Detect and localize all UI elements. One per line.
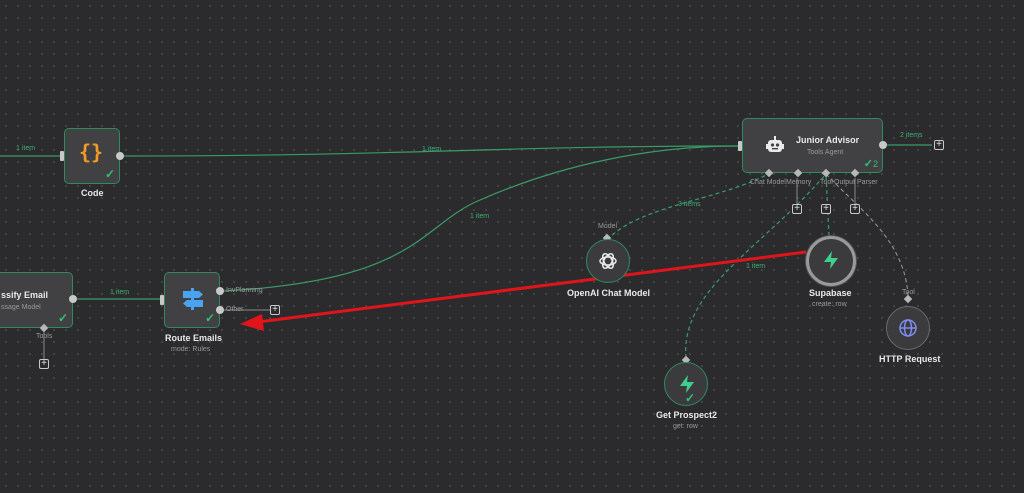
wire-openai-junior — [606, 173, 769, 241]
success-check-icon: ✓ — [204, 311, 215, 325]
http-title: HTTP Request — [879, 354, 941, 364]
wire-route-junior — [223, 145, 739, 292]
classify-output-port[interactable] — [69, 295, 77, 303]
route-output-invplanning-label: InvPlanning — [226, 287, 263, 294]
label-junior-out: 2 items — [900, 132, 923, 139]
supabase-title: Supabase — [809, 288, 852, 298]
openai-port-label: Model — [598, 223, 618, 230]
route-other-add-button[interactable]: + — [270, 305, 280, 315]
junior-port-outputparser-label: Output Parser — [834, 179, 878, 186]
success-check-icon: ✓ — [684, 391, 695, 405]
success-check-icon: ✓ — [57, 311, 68, 325]
classify-title: ssify Email — [1, 290, 49, 300]
supabase-subtitle: create: row — [812, 301, 847, 308]
junior-subtitle: Tools Agent — [807, 149, 844, 156]
http-request-node[interactable] — [886, 306, 930, 350]
openai-logo-icon — [599, 253, 617, 269]
junior-port-chatmodel-label: Chat Model — [750, 179, 786, 186]
code-node[interactable]: {} ✓ — [64, 128, 120, 184]
supabase-bolt-icon — [824, 251, 838, 269]
openai-chat-model-node[interactable] — [586, 239, 630, 283]
signpost-icon — [183, 288, 203, 310]
label-code-junior: 1 item — [422, 146, 442, 153]
code-title: Code — [81, 188, 104, 198]
label-route-junior: 1 item — [470, 213, 490, 220]
label-classify-route: 1 item — [110, 289, 130, 296]
route-output-other-port[interactable] — [216, 306, 224, 314]
classify-email-node[interactable]: ssify Email ssage Model ✓ — [0, 272, 73, 328]
junior-title: Junior Advisor — [796, 135, 860, 145]
classify-subtitle: ssage Model — [1, 304, 41, 311]
run-count-badge: ✓2 — [863, 158, 878, 170]
junior-port-memory-label: Memory — [786, 179, 812, 186]
annotation-arrowhead — [240, 314, 264, 331]
junior-output-port[interactable] — [879, 141, 887, 149]
globe-icon — [899, 319, 917, 337]
junior-add-tool-button[interactable]: + — [821, 204, 831, 214]
code-braces-icon: {} — [79, 140, 104, 164]
getprospect-title: Get Prospect2 — [656, 410, 718, 420]
wire-code-junior — [123, 145, 739, 157]
junior-add-memory-button[interactable]: + — [792, 204, 802, 214]
code-input-port[interactable] — [60, 151, 64, 161]
junior-port-tool-label: Tool — [820, 179, 833, 186]
annotation-arrow — [257, 250, 807, 324]
classify-add-tool-button[interactable]: + — [39, 359, 49, 369]
route-input-port[interactable] — [160, 295, 164, 305]
junior-advisor-node[interactable]: Junior Advisor Tools Agent ✓2 — [742, 118, 883, 173]
junior-add-parser-button[interactable]: + — [850, 204, 860, 214]
success-check-icon: ✓ — [104, 167, 115, 181]
route-output-invplanning-port[interactable] — [216, 287, 224, 295]
label-getprospect-junior: 1 item — [746, 263, 766, 270]
route-subtitle: mode: Rules — [171, 346, 211, 353]
route-title: Route Emails — [165, 333, 223, 343]
route-output-other-label: Other — [226, 306, 244, 313]
getprospect-subtitle: get: row — [673, 423, 698, 430]
junior-output-add-button[interactable]: + — [934, 140, 944, 150]
classify-tools-label: Tools — [36, 333, 53, 340]
junior-input-port[interactable] — [738, 141, 742, 151]
wire-http-junior — [825, 173, 909, 297]
robot-icon — [766, 136, 784, 152]
get-prospect2-node[interactable]: ✓ — [664, 362, 708, 406]
wire-getprospect-junior — [685, 173, 827, 359]
route-emails-node[interactable]: ✓ — [164, 272, 220, 328]
openai-title: OpenAI Chat Model — [567, 288, 650, 298]
code-output-port[interactable] — [116, 152, 124, 160]
supabase-bolt-icon — [680, 375, 694, 393]
label-in-code: 1 item — [16, 145, 36, 152]
label-openai-junior: 3 items — [678, 201, 701, 208]
supabase-node[interactable] — [806, 236, 856, 286]
http-port-label: Tool — [902, 289, 915, 296]
